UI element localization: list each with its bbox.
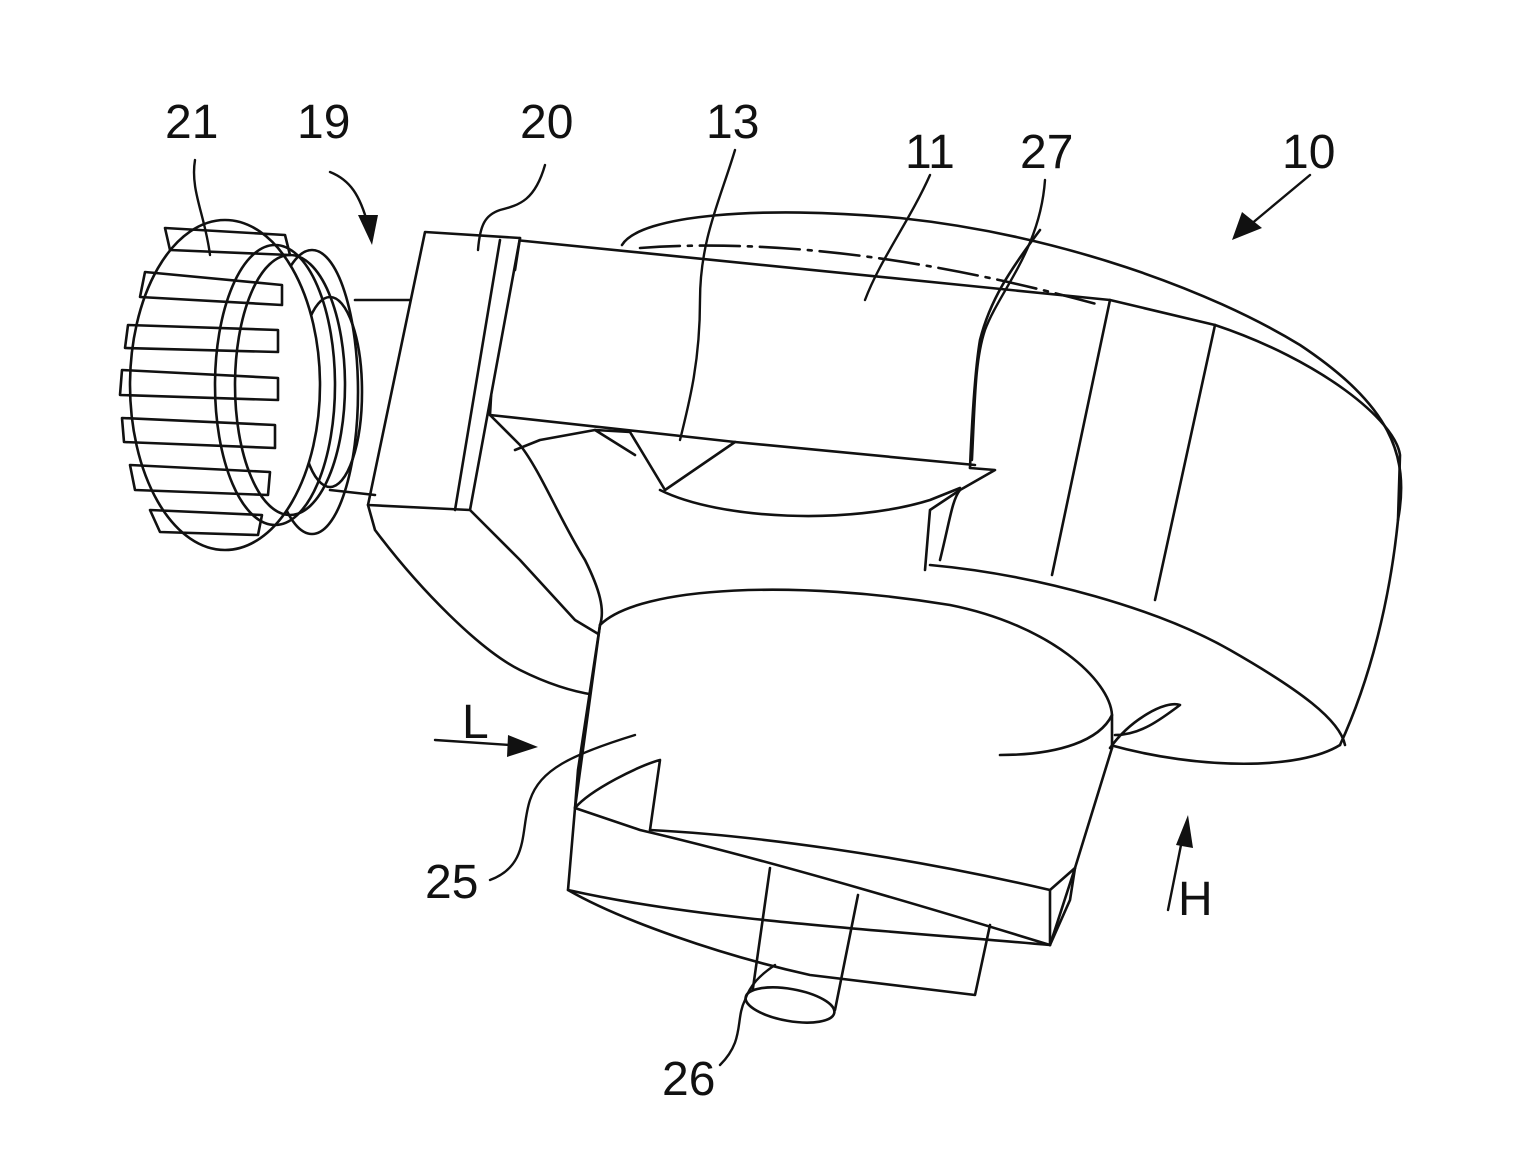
dir-label-L: L (462, 696, 489, 749)
arrow-10-shaft (1250, 175, 1310, 225)
flange-block (368, 232, 600, 695)
outlet-tube (743, 868, 858, 1029)
arrow-19-head (358, 215, 378, 245)
arrow-10-head (1232, 212, 1262, 240)
dir-label-H: H (1178, 873, 1213, 926)
ref-label-11: 11 (905, 126, 955, 179)
ref-label-10: 10 (1282, 126, 1335, 179)
ref-label-27: 27 (1020, 126, 1073, 179)
ref-label-13: 13 (706, 96, 759, 149)
ref-label-20: 20 (520, 96, 573, 149)
lower-cylinder (575, 590, 1180, 945)
leader-13 (680, 150, 735, 440)
arrow-L-head (507, 735, 538, 757)
leader-27 (972, 180, 1045, 460)
ref-label-26: 26 (662, 1053, 715, 1106)
central-arm (490, 240, 975, 625)
ref-label-19: 19 (297, 96, 350, 149)
knurled-knob (120, 220, 345, 550)
ref-label-25: 25 (425, 856, 478, 909)
arrow-H-head (1176, 815, 1193, 848)
ref-label-21: 21 (165, 96, 218, 149)
